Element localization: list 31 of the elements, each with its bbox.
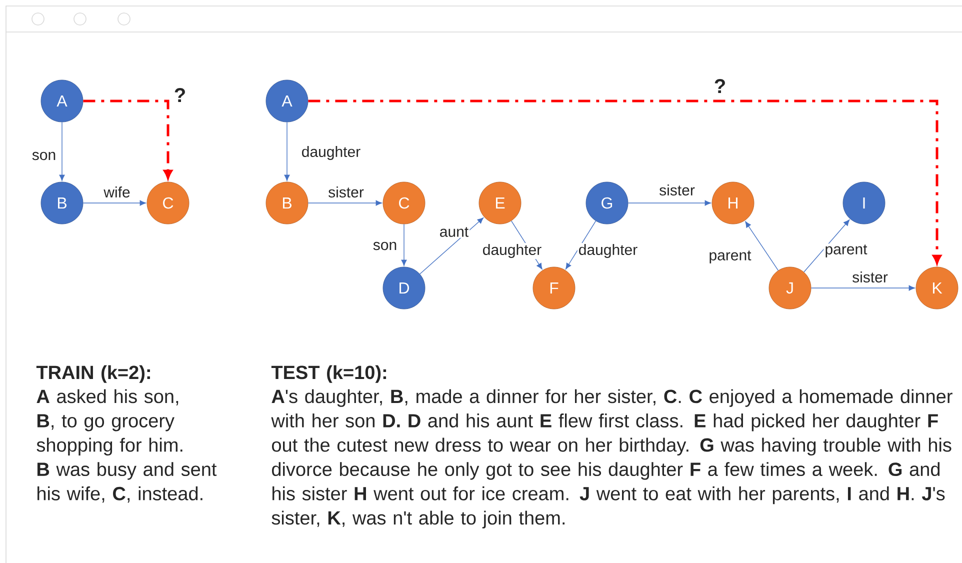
edge-label: son bbox=[372, 240, 398, 252]
edge-label: daughter bbox=[577, 243, 639, 259]
paragraph: A's daughter, B, made a dinner for her sister, C. C enjoyed a homemade dinner with her son D. D and his aunt E flew first class. E had picked her daughter F out the cutest new dress to wear on her birthday. G was having trouble with his divorce because he only got to see his daughter F a few times a week. G and his sister H went out for ice cream. J went to eat with her parents, I and H. J's sister, K, was n't able to join them. bbox=[271, 389, 952, 528]
edge-label: aunt bbox=[438, 226, 470, 238]
dashed-arrow bbox=[308, 100, 942, 264]
edge-label: sister bbox=[327, 186, 365, 199]
arrow bbox=[810, 285, 915, 291]
edge-label: parent bbox=[708, 250, 752, 264]
edge-label: daughter bbox=[481, 243, 543, 259]
arrow bbox=[566, 220, 596, 270]
heading: TRAIN (k=2): bbox=[36, 365, 150, 383]
paragraph: A asked his son, B, to go grocery shopping for him. B was busy and sent his wife, C, instead. bbox=[36, 389, 217, 503]
edge-label: parent bbox=[824, 244, 868, 258]
arrow bbox=[82, 200, 146, 206]
arrow bbox=[745, 221, 779, 271]
edge-label: ? bbox=[712, 78, 728, 94]
arrow bbox=[804, 220, 850, 272]
edge-label: ? bbox=[172, 87, 188, 103]
arrow bbox=[420, 218, 484, 274]
arrow bbox=[401, 224, 407, 266]
edge-label: son bbox=[30, 150, 58, 162]
edge-label: daughter bbox=[300, 145, 362, 161]
edge-label: sister bbox=[658, 184, 696, 196]
arrow bbox=[284, 122, 290, 181]
heading: TEST (k=10): bbox=[271, 365, 386, 383]
arrow bbox=[59, 122, 65, 181]
edge-label: wife bbox=[102, 186, 132, 199]
dashed-arrow bbox=[83, 100, 172, 179]
arrow bbox=[308, 200, 382, 206]
edge-label: sister bbox=[851, 270, 889, 284]
arrow bbox=[628, 200, 711, 206]
